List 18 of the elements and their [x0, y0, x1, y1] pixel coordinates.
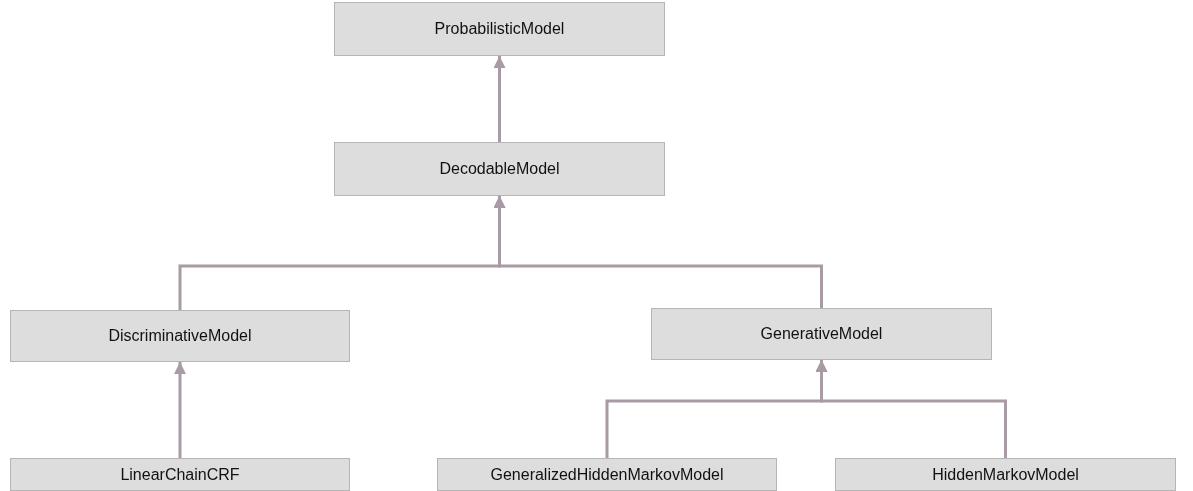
inheritance-arrow	[493, 56, 506, 142]
class-box	[835, 458, 1176, 491]
class-name: ProbabilisticModel	[434, 20, 565, 38]
class-name: DecodableModel	[439, 160, 560, 178]
class-name: LinearChainCRF	[120, 465, 240, 484]
inheritance-arrow	[815, 360, 1007, 458]
class-name: DiscriminativeModel	[108, 327, 252, 345]
class-box	[651, 308, 992, 360]
class-box	[334, 2, 665, 56]
class-box	[10, 458, 350, 491]
inheritance-arrow	[174, 362, 186, 458]
class-name: HiddenMarkovModel	[932, 465, 1079, 484]
inheritance-arrow	[493, 196, 823, 308]
class-box	[334, 142, 665, 196]
class-name: GeneralizedHiddenMarkovModel	[490, 465, 724, 484]
class-box	[10, 310, 350, 362]
class-box	[437, 458, 777, 491]
class-name: GenerativeModel	[760, 325, 883, 343]
